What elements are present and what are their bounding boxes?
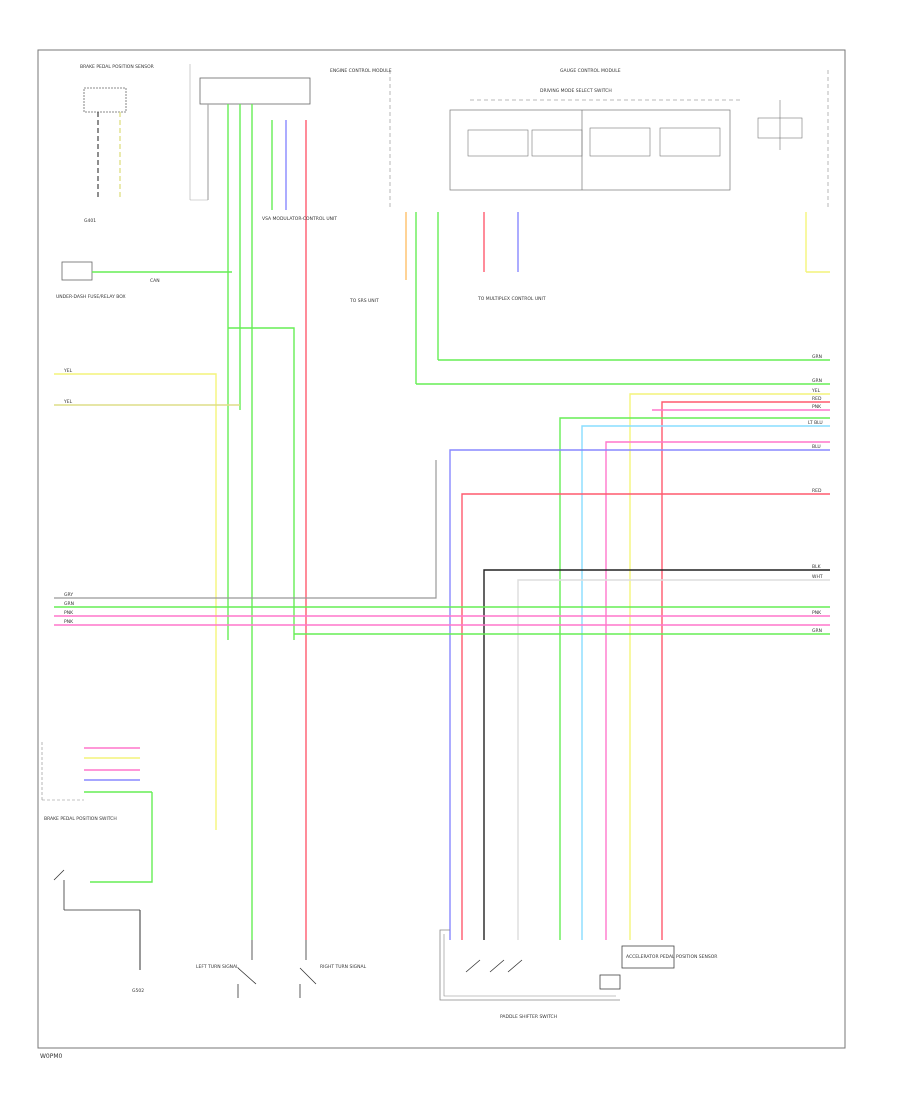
bottom-left-connector: BRAKE PEDAL POSITION SWITCH: [41, 742, 153, 883]
footer-code: W0PM0: [40, 1053, 63, 1060]
brake-pedal-sensor: BRAKE PEDAL POSITION SENSOR G401: [80, 64, 154, 224]
left-turn-label: LEFT TURN SIGNAL: [196, 964, 239, 970]
wire-tags-right: GRN GRN YEL RED PNK LT BLU BLU RED BLK W…: [808, 354, 823, 634]
svg-text:GRN: GRN: [812, 378, 822, 384]
red-bus-right: [661, 401, 830, 940]
gauge-module: GAUGE CONTROL MODULE DRIVING MODE SELECT…: [389, 68, 829, 210]
green-bus-ecm: [228, 327, 295, 640]
svg-text:PNK: PNK: [64, 619, 74, 625]
svg-text:BLU: BLU: [812, 444, 821, 450]
svg-text:RED: RED: [812, 488, 822, 494]
left-turn-switch: LEFT TURN SIGNAL: [196, 940, 257, 998]
yellow-bus-right: [629, 393, 830, 940]
brake-switch-label: BRAKE PEDAL POSITION SWITCH: [44, 816, 117, 822]
relay-box-left-label: UNDER-DASH FUSE/RELAY BOX: [56, 294, 126, 300]
wire-tags-left: YEL YEL GRY GRN PNK PNK: [63, 368, 74, 625]
right-turn-label: RIGHT TURN SIGNAL: [320, 964, 367, 970]
ground-left-label: G401: [84, 218, 96, 224]
diagram-frame: [37, 49, 846, 1049]
right-turn-switch: RIGHT TURN SIGNAL: [299, 940, 367, 998]
paddle-switch-label: PADDLE SHIFTER SWITCH: [500, 1014, 557, 1020]
to-multiplex-label: TO MULTIPLEX CONTROL UNIT: [477, 296, 546, 302]
svg-text:LT BLU: LT BLU: [808, 420, 823, 426]
svg-text:GRN: GRN: [812, 354, 822, 360]
svg-text:YEL: YEL: [63, 368, 73, 374]
svg-text:YEL: YEL: [811, 388, 821, 394]
gauge-module-label: GAUGE CONTROL MODULE: [560, 68, 621, 74]
to-abs-label: VSA MODULATOR-CONTROL UNIT: [262, 216, 337, 222]
svg-text:WHT: WHT: [812, 574, 823, 580]
svg-text:PNK: PNK: [812, 404, 822, 410]
green-bus-right-3: [559, 417, 830, 940]
paddle-switch-assembly: ACCELERATOR PEDAL POSITION SENSOR PADDLE…: [439, 929, 717, 1020]
svg-text:PNK: PNK: [812, 610, 822, 616]
red-bus-right-2: [461, 493, 830, 940]
svg-text:YEL: YEL: [63, 399, 73, 405]
svg-text:GRY: GRY: [64, 592, 73, 598]
brake-switch-symbol: G502: [53, 869, 144, 994]
svg-text:GRN: GRN: [812, 628, 822, 634]
brake-sensor-label: BRAKE PEDAL POSITION SENSOR: [80, 64, 154, 70]
relay-box-left: [61, 261, 93, 281]
ground-brake-label: G502: [132, 988, 144, 994]
sensor-box-label: ACCELERATOR PEDAL POSITION SENSOR: [626, 954, 717, 960]
ecm-connector: ENGINE CONTROL MODULE: [189, 64, 392, 201]
to-srs-label: TO SRS UNIT: [349, 298, 379, 304]
pink-bus-right-2: [605, 441, 830, 940]
svg-text:GRN: GRN: [64, 601, 74, 607]
svg-text:RED: RED: [812, 396, 822, 402]
mode-switch-label: DRIVING MODE SELECT SWITCH: [540, 88, 612, 94]
svg-text:BLK: BLK: [812, 564, 822, 570]
svg-text:PNK: PNK: [64, 610, 74, 616]
gray-bus-long: [54, 460, 437, 599]
blue-bus-right: [449, 449, 830, 940]
black-bus-right: [483, 569, 830, 940]
white-bus-right: [517, 579, 830, 940]
can-label: CAN: [150, 278, 160, 284]
yellow-wire-left-1: [54, 373, 217, 830]
lightblue-bus-right: [581, 425, 830, 940]
ecm-label: ENGINE CONTROL MODULE: [330, 68, 392, 74]
